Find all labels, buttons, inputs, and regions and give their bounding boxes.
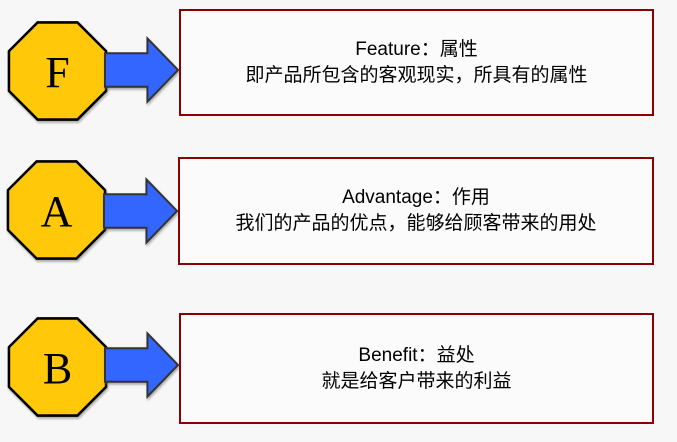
feature-description: 即产品所包含的客观现实，所具有的属性: [245, 64, 588, 86]
octagon-icon: [6, 160, 107, 260]
octagon-letter: B: [42, 343, 73, 393]
right-arrow-icon: [103, 35, 180, 105]
advantage-description: 我们的产品的优点，能够给顾客带来的用处: [235, 213, 597, 234]
right-arrow-icon: [102, 176, 179, 246]
octagon-benefit: B: [7, 316, 108, 418]
right-arrow-icon: [103, 330, 180, 400]
octagon-icon: [7, 317, 108, 417]
benefit-description: 就是给客户带来的利益: [321, 370, 512, 392]
octagon-letter: A: [40, 186, 73, 236]
feature-title: Feature：属性: [355, 38, 478, 60]
feature-definition-box: Feature：属性 即产品所包含的客观现实，所具有的属性: [179, 9, 654, 116]
advantage-title: Advantage：作用: [342, 187, 490, 208]
benefit-title: Benefit：益处: [358, 344, 475, 366]
octagon-advantage: A: [6, 159, 107, 261]
octagon-icon: [7, 21, 108, 121]
advantage-definition-box: Advantage：作用 我们的产品的优点，能够给顾客带来的用处: [178, 157, 654, 265]
benefit-definition-box: Benefit：益处 就是给客户带来的利益: [179, 313, 654, 424]
octagon-feature: F: [7, 20, 108, 122]
octagon-letter: F: [45, 47, 70, 97]
